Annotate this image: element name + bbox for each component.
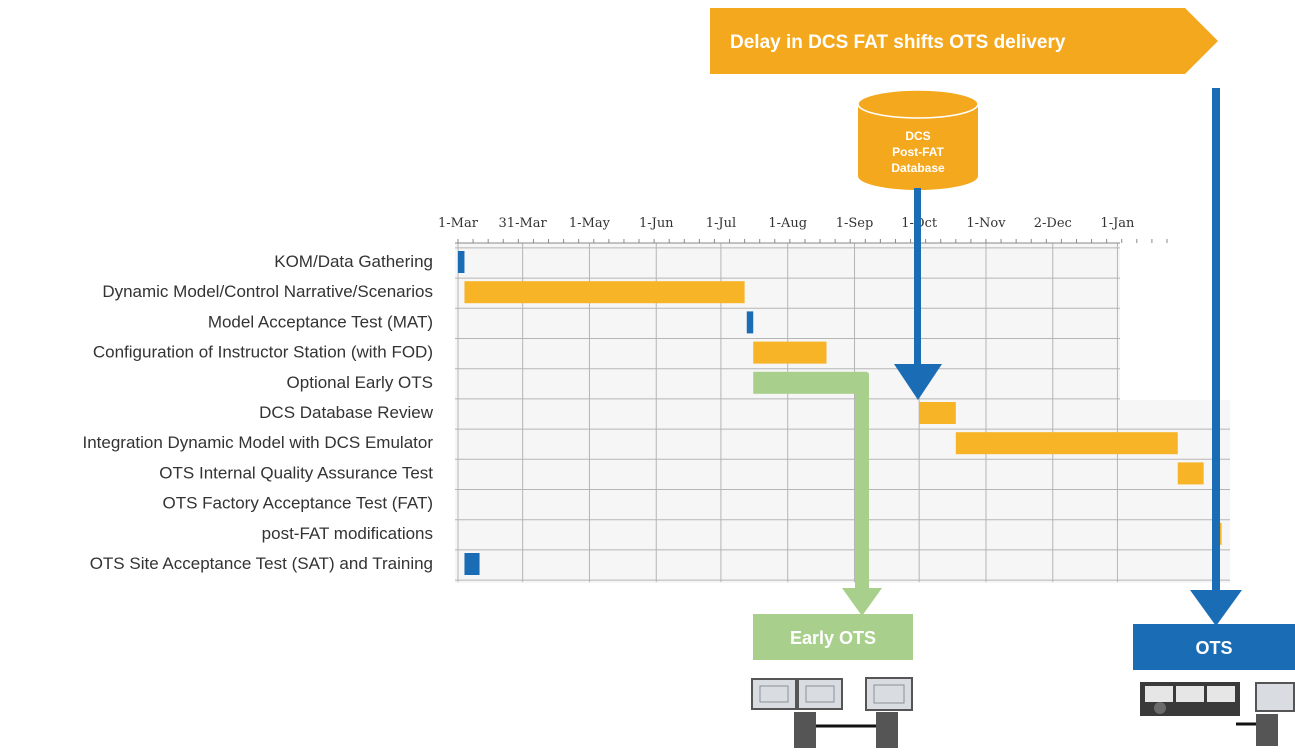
task-label: Configuration of Instructor Station (wit… <box>93 343 433 362</box>
monitor-left-icon <box>751 678 797 710</box>
control-screen-icon <box>1145 686 1173 702</box>
task-bar <box>464 281 745 304</box>
screen-content-icon <box>805 685 835 703</box>
database-label-line-2: Post-FAT <box>892 145 944 159</box>
task-bar <box>1177 462 1204 485</box>
x-tick-label: 31-Mar <box>499 216 548 231</box>
banner-arrow-shape <box>710 8 1218 74</box>
x-axis-ticks: 1-Mar31-Mar1-May1-Jun1-Jul1-Aug1-Sep1-Oc… <box>438 216 1168 244</box>
control-room-icon <box>1140 682 1295 746</box>
ots-box: OTS <box>1133 624 1295 670</box>
task-bar <box>464 553 480 575</box>
control-screen-icon <box>1207 686 1235 702</box>
task-bar <box>746 311 754 334</box>
pc-tower-right-icon <box>876 712 898 748</box>
x-tick-label: 1-Jun <box>639 216 674 231</box>
database-cylinder-top <box>858 90 978 118</box>
early-ots-box-shape <box>753 614 913 660</box>
ots-arrow-shaft <box>1212 88 1220 596</box>
task-label: DCS Database Review <box>259 403 434 422</box>
task-bar <box>458 251 465 273</box>
x-tick-label: 1-Jul <box>706 216 736 231</box>
early-ots-arrow <box>842 373 882 616</box>
x-tick-label: 1-Jan <box>1100 216 1135 231</box>
task-label: OTS Factory Acceptance Test (FAT) <box>162 494 433 513</box>
task-label: Integration Dynamic Model with DCS Emula… <box>82 433 433 452</box>
early-ots-box: Early OTS <box>753 614 913 660</box>
x-tick-label: 1-May <box>569 216 611 231</box>
task-label: OTS Site Acceptance Test (SAT) and Train… <box>90 554 433 573</box>
x-tick-label: 1-Sep <box>836 216 874 231</box>
ots-pc-tower-icon <box>1256 714 1278 746</box>
task-bar <box>955 432 1178 455</box>
dcs-database: DCS Post-FAT Database <box>857 89 979 190</box>
screen-content-icon <box>759 685 789 703</box>
screen-content-icon <box>873 684 905 704</box>
database-cylinder-rim <box>857 89 979 119</box>
delay-banner: Delay in DCS FAT shifts OTS delivery <box>710 8 1218 74</box>
monitor-right-icon <box>865 677 913 711</box>
x-tick-label: 2-Dec <box>1034 216 1072 231</box>
database-label-line-1: DCS <box>905 129 930 143</box>
grid-panel-lower <box>455 400 1230 583</box>
ots-monitor-icon <box>1255 682 1295 712</box>
task-label: Dynamic Model/Control Narrative/Scenario… <box>102 282 433 301</box>
task-bars <box>458 251 1222 575</box>
early-ots-arrow-head <box>842 588 882 616</box>
task-label: OTS Internal Quality Assurance Test <box>159 463 433 482</box>
computer-workstations-icon <box>751 677 913 748</box>
task-label: KOM/Data Gathering <box>274 252 433 271</box>
task-bar <box>753 341 827 364</box>
x-tick-label: 1-Aug <box>768 216 807 231</box>
database-cylinder-body <box>858 104 978 190</box>
monitor-middle-icon <box>797 678 843 710</box>
ots-box-text: OTS <box>1195 638 1232 658</box>
database-label-line-3: Database <box>891 161 945 175</box>
early-ots-box-text: Early OTS <box>790 628 876 648</box>
pc-tower-left-icon <box>794 712 816 748</box>
x-tick-label: 1-Nov <box>966 216 1006 231</box>
ots-arrow-head <box>1190 590 1242 626</box>
ots-delivery-arrow <box>1190 88 1242 626</box>
operator-head-icon <box>1154 702 1166 714</box>
task-label: Model Acceptance Test (MAT) <box>208 312 433 331</box>
task-label: Optional Early OTS <box>287 373 433 392</box>
x-tick-label: 1-Mar <box>438 216 479 231</box>
task-bar <box>753 371 868 394</box>
task-label: post-FAT modifications <box>262 524 433 543</box>
ots-box-shape <box>1133 624 1295 670</box>
banner-text: Delay in DCS FAT shifts OTS delivery <box>730 32 1066 53</box>
control-screen-icon <box>1176 686 1204 702</box>
database-arrow-shaft <box>914 188 921 368</box>
database-arrow-head <box>894 364 942 400</box>
early-ots-arrow-shaft <box>855 373 869 592</box>
task-bar <box>919 402 956 424</box>
database-arrow <box>894 188 942 400</box>
